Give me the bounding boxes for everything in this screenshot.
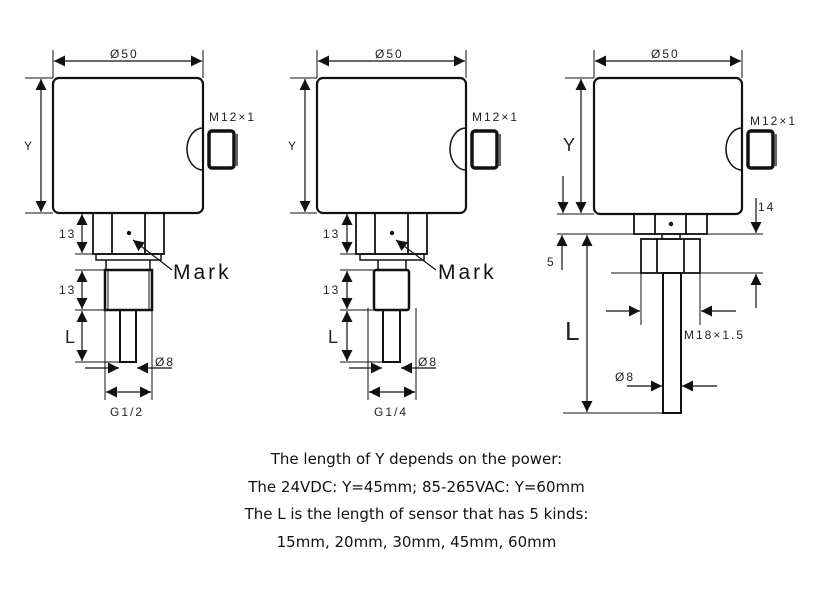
hex-nut (355, 212, 428, 261)
probe-diameter-label: Ø8 (615, 370, 635, 384)
mark-dot (126, 230, 132, 236)
connector-label: M12×1 (750, 114, 797, 128)
probe-length-label: L (328, 327, 338, 347)
probe (119, 309, 137, 363)
technical-drawing: Ø50 Y M12×1 13 13 L Ø8 G1/2 Mark (24, 47, 797, 419)
m12-connector (725, 127, 777, 171)
probe-length-label: L (565, 316, 579, 346)
mark-leader (395, 239, 437, 271)
flange (95, 253, 162, 261)
device-g14 (290, 50, 501, 400)
width-label: Ø50 (110, 47, 139, 61)
mark-label: Mark (438, 261, 497, 284)
nut-height-label: 13 (59, 227, 76, 241)
nut-height-label: 13 (323, 227, 340, 241)
device-g14-labels: Ø50 Y M12×1 13 13 L Ø8 G1/4 Mark (288, 47, 519, 419)
m12-connector (449, 127, 501, 171)
note-line: The L is the length of sensor that has 5… (244, 505, 589, 523)
device-g12-labels: Ø50 Y M12×1 13 13 L Ø8 G1/2 Mark (24, 47, 256, 419)
note-line: 15mm, 20mm, 30mm, 45mm, 60mm (276, 532, 557, 551)
hex-nut (92, 212, 165, 261)
probe-diameter-label: Ø8 (155, 355, 175, 369)
height-label: Y (288, 139, 298, 153)
mark-dot (389, 230, 395, 236)
thread-label: G1/2 (110, 405, 144, 419)
thread-body (103, 260, 154, 312)
housing (51, 76, 205, 215)
mark-leader (132, 239, 173, 271)
note-line: The 24VDC: Y=45mm; 85-265VAC: Y=60mm (248, 477, 585, 496)
device-m18-labels: Ø50 Y M12×1 14 5 L Ø8 M18×1.5 (547, 47, 797, 384)
probe-length-label: L (65, 327, 75, 347)
connector-label: M12×1 (472, 110, 519, 124)
connector-label: M12×1 (209, 110, 256, 124)
width-label: Ø50 (375, 47, 404, 61)
height-label: Y (563, 135, 575, 155)
height-label: Y (24, 139, 34, 153)
nut-height-label: 14 (758, 200, 775, 214)
probe-diameter-label: Ø8 (418, 355, 438, 369)
upper-nut (633, 213, 708, 240)
m12-connector (186, 127, 238, 171)
device-m18 (556, 50, 777, 414)
thread-height-label: 5 (547, 255, 556, 269)
lower-nut (640, 238, 701, 274)
width-label: Ø50 (651, 47, 680, 61)
thread-height-label: 13 (59, 283, 76, 297)
probe (382, 309, 401, 363)
note-line: The length of Y depends on the power: (270, 450, 563, 468)
notes: The length of Y depends on the power: Th… (0, 446, 833, 556)
flange (359, 253, 425, 261)
thread-label: M18×1.5 (684, 328, 745, 342)
housing (315, 76, 468, 215)
thread-label: G1/4 (374, 405, 408, 419)
device-g12 (25, 50, 238, 400)
mark-label: Mark (173, 261, 232, 284)
thread-body (372, 260, 411, 312)
probe (662, 272, 682, 414)
housing (592, 76, 744, 216)
thread-height-label: 13 (323, 283, 340, 297)
mark-dot (668, 221, 674, 227)
